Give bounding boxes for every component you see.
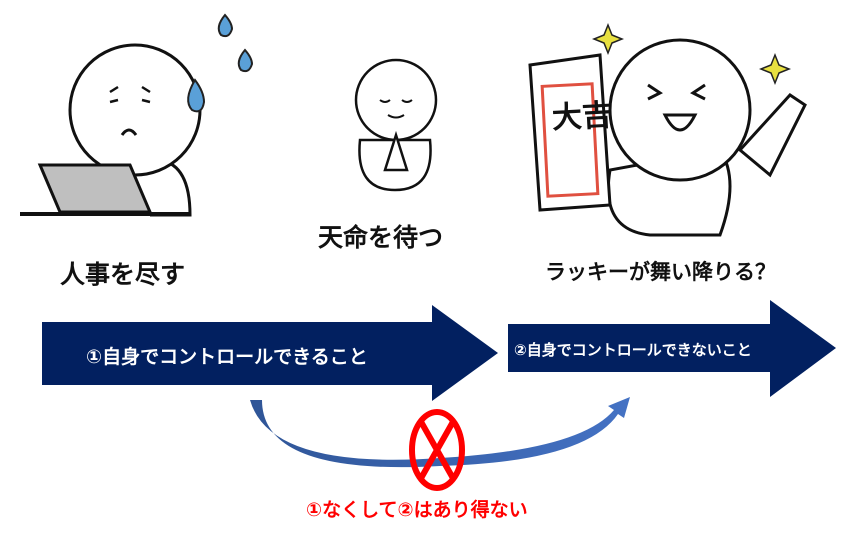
luck-label: ラッキーが舞い降りる？ bbox=[545, 260, 776, 284]
wait-label: 天命を待つ bbox=[318, 223, 444, 252]
conclusion-text: ①なくして②はあり得ない bbox=[306, 499, 528, 521]
lucky-person-illustration bbox=[528, 22, 807, 237]
working-person-illustration bbox=[20, 13, 254, 217]
controllable-arrow bbox=[42, 305, 498, 401]
prohibited-icon bbox=[409, 409, 465, 491]
praying-person-illustration bbox=[354, 58, 438, 192]
curved-arrow bbox=[250, 397, 630, 468]
effort-label: 人事を尽す bbox=[60, 260, 186, 289]
omikuji-text: 大吉 bbox=[551, 97, 613, 137]
uncontrollable-label: ②自身でコントロールできないこと bbox=[514, 341, 752, 359]
controllable-label: ①自身でコントロールできること bbox=[86, 346, 368, 368]
uncontrollable-arrow bbox=[508, 300, 836, 397]
